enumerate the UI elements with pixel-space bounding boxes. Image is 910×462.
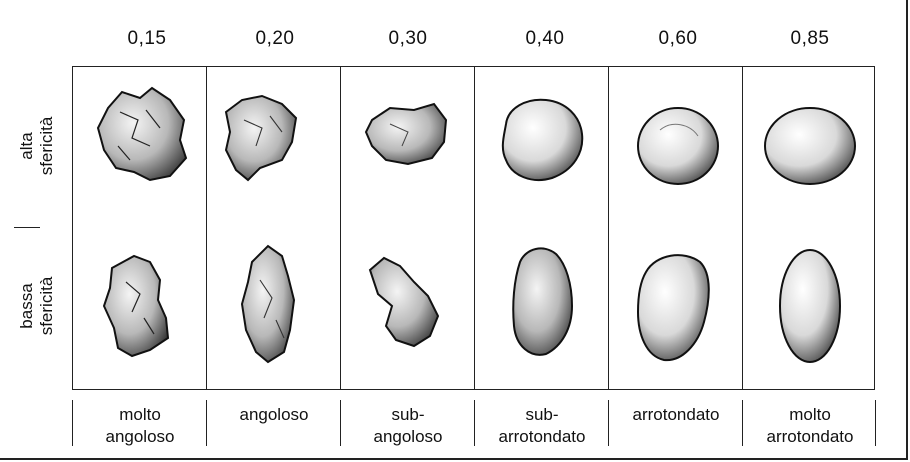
grain-very-rounded-high-sphericity	[764, 107, 856, 185]
class-label-line: sub-	[391, 405, 425, 424]
grain-very-angular-low-sphericity	[102, 254, 170, 358]
grain-angular-high-sphericity	[224, 94, 298, 182]
class-tick	[875, 400, 876, 446]
roundness-value: 0,15	[127, 28, 167, 49]
grain-very-angular-high-sphericity	[96, 86, 188, 182]
class-tick	[608, 400, 609, 446]
column-divider	[474, 66, 475, 390]
class-label-line: angoloso	[105, 427, 175, 446]
class-label-line: sub-	[525, 405, 559, 424]
grain-subangular-high-sphericity	[364, 102, 448, 166]
roundness-value: 0,20	[255, 28, 295, 49]
roundness-value: 0,30	[388, 28, 428, 49]
grain-panel	[72, 66, 875, 390]
class-tick	[742, 400, 743, 446]
row-separator	[14, 227, 40, 228]
class-label-line: molto	[789, 405, 831, 424]
roundness-value: 0,85	[790, 28, 830, 49]
class-label-angular: angoloso	[207, 404, 341, 426]
class-label-subangular: sub- angoloso	[341, 404, 475, 448]
class-label-line: angoloso	[373, 427, 443, 446]
grain-very-rounded-low-sphericity	[779, 249, 841, 363]
column-divider	[340, 66, 341, 390]
class-label-line: arrotondato	[498, 427, 586, 446]
class-tick	[206, 400, 207, 446]
grain-subangular-low-sphericity	[368, 256, 440, 348]
grain-subrounded-low-sphericity	[512, 247, 574, 356]
class-label-line: arrotondato	[766, 427, 854, 446]
grain-rounded-low-sphericity	[636, 254, 710, 362]
class-label-very-rounded: molto arrotondato	[743, 404, 877, 448]
class-label-line: molto	[119, 405, 161, 424]
column-divider	[608, 66, 609, 390]
class-label-line: angoloso	[239, 405, 309, 424]
column-divider	[206, 66, 207, 390]
class-tick	[340, 400, 341, 446]
grain-rounded-high-sphericity	[637, 107, 719, 185]
grain-subrounded-high-sphericity	[501, 98, 584, 181]
class-tick	[72, 400, 73, 446]
grain-angular-low-sphericity	[240, 244, 296, 364]
class-label-very-angular: molto angoloso	[73, 404, 207, 448]
column-divider	[742, 66, 743, 390]
class-label-subrounded: sub- arrotondato	[475, 404, 609, 448]
class-label-rounded: arrotondato	[609, 404, 743, 426]
roundness-value: 0,40	[525, 28, 565, 49]
class-label-line: arrotondato	[632, 405, 720, 424]
roundness-value: 0,60	[658, 28, 698, 49]
class-tick	[474, 400, 475, 446]
